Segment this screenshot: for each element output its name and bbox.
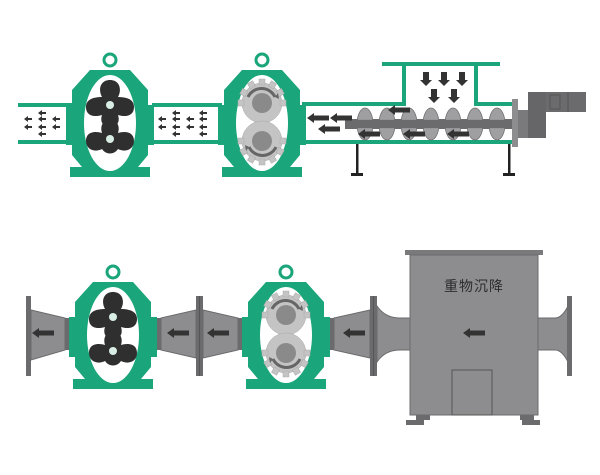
flow-arrows-cluster xyxy=(24,110,60,137)
settling-tank-label: 重物沉降 xyxy=(444,279,504,295)
grinder-pump-bottom xyxy=(240,264,332,391)
grinder-pump-top xyxy=(216,52,308,179)
connecting-pipe xyxy=(152,103,222,144)
bottom-line xyxy=(26,250,572,425)
gear-motor xyxy=(518,92,586,138)
hopper-down-arrows xyxy=(420,72,468,103)
inlet-reducer xyxy=(330,296,413,376)
inlet-pipe-left xyxy=(18,103,74,144)
double-reducer xyxy=(157,296,242,376)
top-line xyxy=(18,52,586,179)
settling-tank xyxy=(405,250,572,425)
outlet-reducer xyxy=(26,296,70,376)
screw-conveyor xyxy=(302,62,525,176)
lobe-pump-top xyxy=(64,52,156,179)
lobe-pump-bottom xyxy=(67,264,159,391)
